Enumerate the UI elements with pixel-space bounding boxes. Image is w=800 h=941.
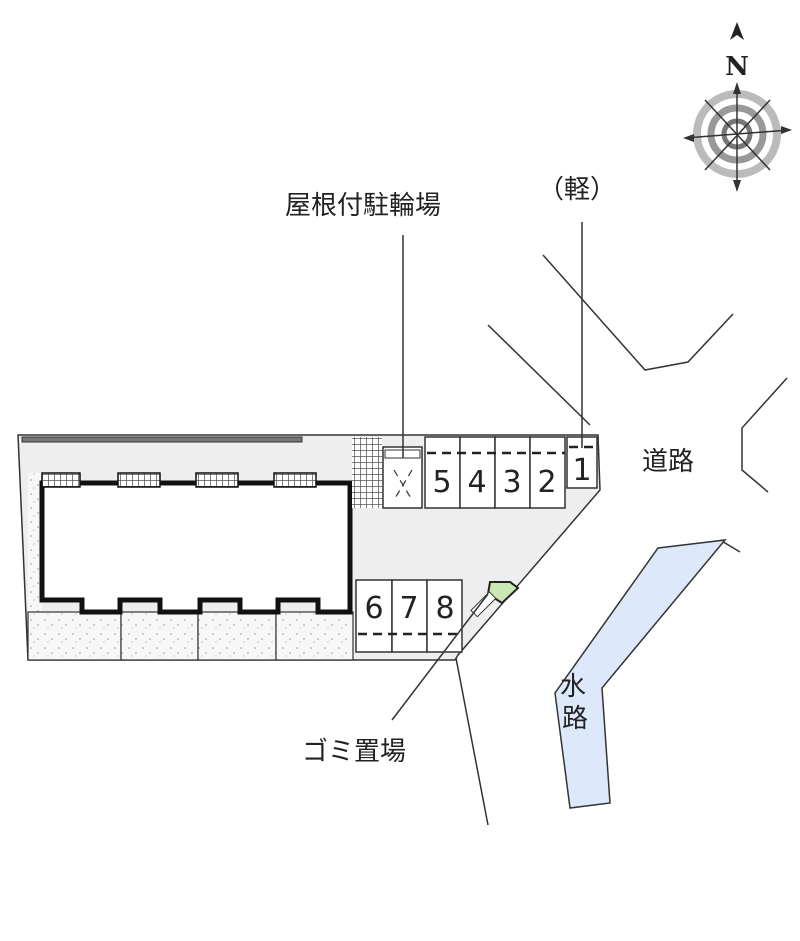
covered-bicycle-parking-label: 屋根付駐輪場 bbox=[285, 191, 441, 221]
parking-top bbox=[424, 436, 598, 509]
road-lines bbox=[455, 254, 788, 826]
left-dotted-strip bbox=[28, 473, 42, 613]
bike-hatch bbox=[352, 437, 382, 508]
waterway bbox=[554, 539, 727, 809]
hedge bbox=[21, 436, 303, 443]
compass-icon: N bbox=[683, 22, 792, 192]
parking-space-6: 6 bbox=[364, 591, 383, 626]
balconies bbox=[41, 472, 317, 488]
bottom-dotted-strips bbox=[27, 611, 354, 661]
bicycle-x-mark bbox=[393, 469, 413, 501]
road-label: 道路 bbox=[642, 447, 694, 477]
parking-space-7: 7 bbox=[399, 591, 418, 626]
north-label: N bbox=[725, 52, 749, 82]
parking-space-3: 3 bbox=[502, 465, 521, 500]
waterway-label-1: 水 bbox=[560, 672, 586, 702]
parking-space-5: 5 bbox=[432, 465, 451, 500]
parking-bottom bbox=[355, 579, 463, 653]
parking-space-2: 2 bbox=[537, 465, 556, 500]
parking-space-4: 4 bbox=[467, 465, 486, 500]
kei-label: （軽） bbox=[538, 175, 616, 205]
garbage-label: ゴミ置場 bbox=[302, 737, 406, 767]
leader-lines bbox=[391, 222, 583, 721]
waterway-label-2: 路 bbox=[562, 704, 588, 734]
apartment-building bbox=[39, 480, 353, 615]
parking-space-1: 1 bbox=[572, 453, 591, 488]
parking-space-8: 8 bbox=[435, 591, 454, 626]
